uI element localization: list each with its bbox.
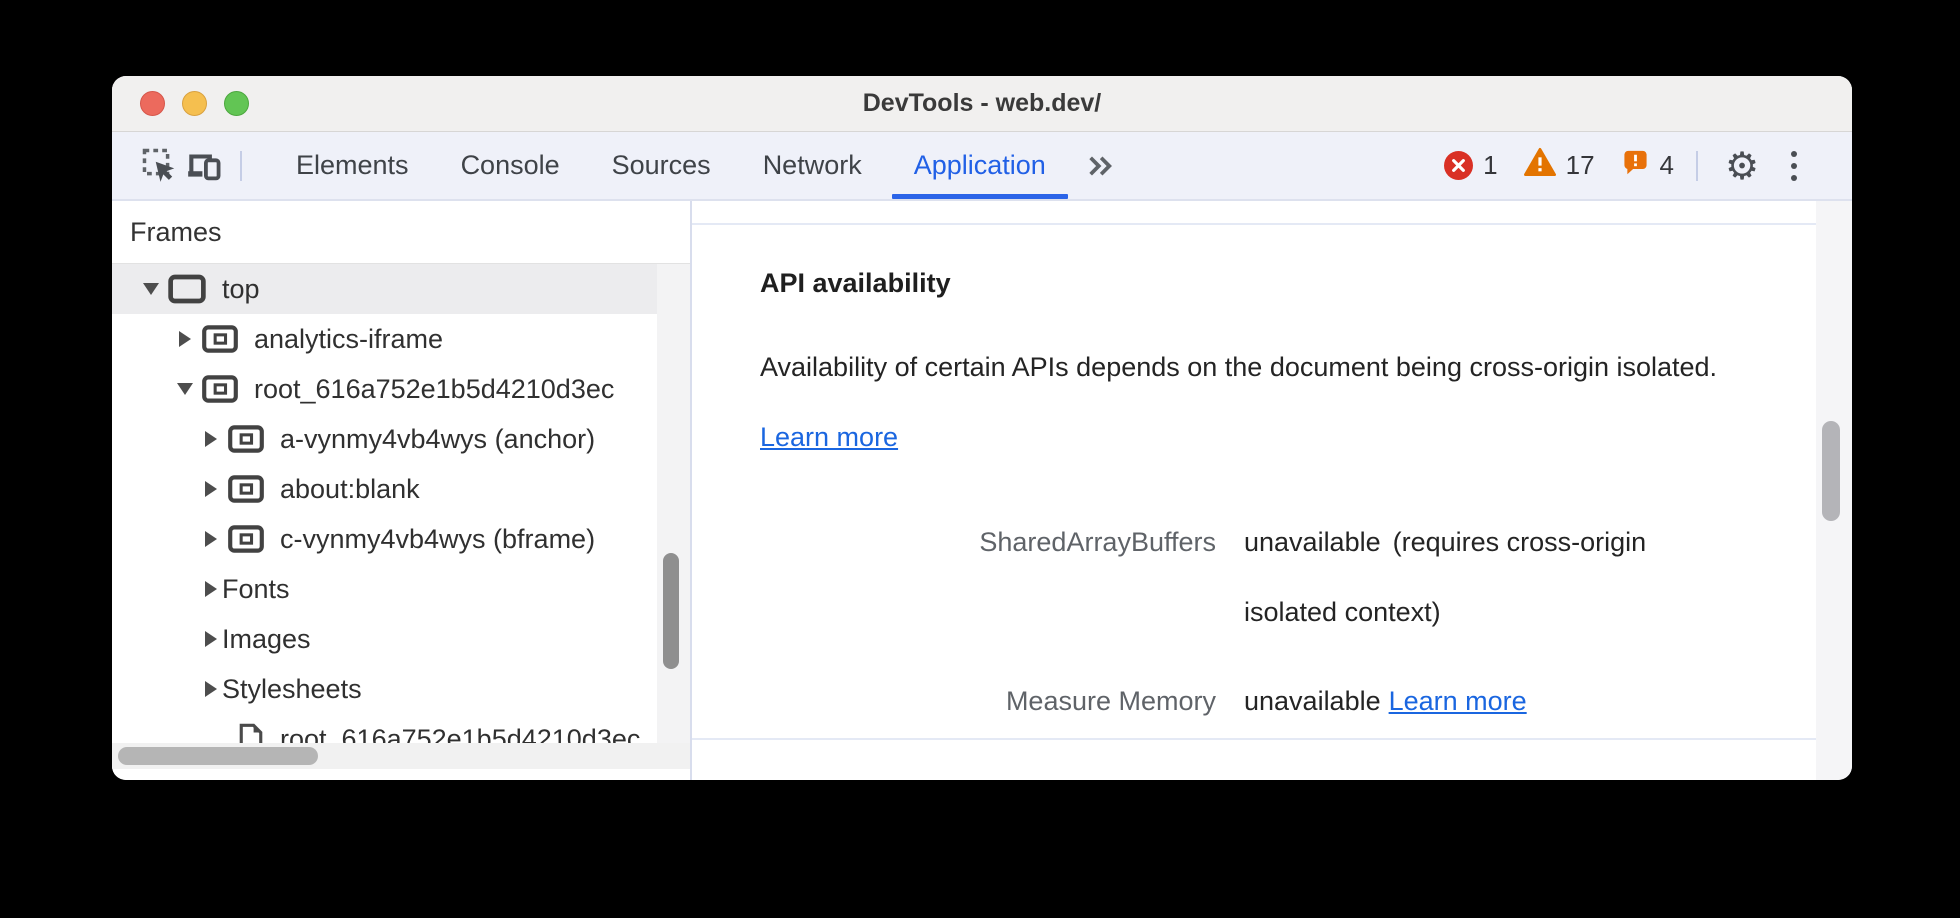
tab-network[interactable]: Network xyxy=(762,150,862,180)
devtools-toolbar: Elements Console Sources Network Applica… xyxy=(112,132,1852,201)
api-availability-section: API availability Availability of certain… xyxy=(692,265,1816,736)
tab-application[interactable]: Application xyxy=(888,132,1072,199)
warning-icon xyxy=(1523,147,1556,184)
caret-right-icon[interactable] xyxy=(176,331,194,347)
customize-devtools-button[interactable] xyxy=(1772,144,1816,188)
api-name: SharedArrayBuffers xyxy=(979,527,1216,557)
tree-item-stylesheets[interactable]: Stylesheets xyxy=(112,664,690,714)
tree-item-root-frame[interactable]: root_616a752e1b5d4210d3ec xyxy=(112,364,690,414)
api-status: unavailable(requires cross-origin isolat… xyxy=(1244,527,1647,627)
caret-right-icon[interactable] xyxy=(202,481,220,497)
frames-section-header[interactable]: Frames xyxy=(112,201,690,264)
window-titlebar[interactable]: DevTools - web.dev/ xyxy=(112,76,1852,132)
table-row-sharedarraybuffers: SharedArrayBuffers unavailable(requires … xyxy=(760,507,1816,647)
issues-count: 4 xyxy=(1659,150,1674,180)
toolbar-separator xyxy=(1696,150,1698,181)
zoom-window-button[interactable] xyxy=(224,91,249,116)
warnings-count: 17 xyxy=(1565,150,1595,180)
chevron-double-right-icon xyxy=(1089,156,1112,175)
kebab-menu-icon xyxy=(1791,150,1797,181)
tab-elements[interactable]: Elements xyxy=(296,150,409,180)
inspect-icon xyxy=(142,148,175,182)
tree-item-anchor-frame[interactable]: a-vynmy4vb4wys (anchor) xyxy=(112,414,690,464)
iframe-icon xyxy=(228,475,264,503)
sidebar-horizontal-scrollbar-thumb[interactable] xyxy=(118,747,318,765)
api-status-detail: (requires cross-origin isolated context) xyxy=(1244,527,1647,627)
tree-item-fonts[interactable]: Fonts xyxy=(112,564,690,614)
tree-item-root-document[interactable]: root_616a752e1b5d4210d3ec xyxy=(112,714,690,743)
more-tabs-button[interactable] xyxy=(1078,144,1122,188)
panel-tabs: Elements Console Sources Network Applica… xyxy=(270,132,1072,199)
section-heading: API availability xyxy=(760,268,951,298)
report-top-strip xyxy=(692,201,1816,225)
inspect-element-button[interactable] xyxy=(138,144,182,188)
sidebar-main-divider[interactable] xyxy=(690,201,692,780)
caret-right-icon[interactable] xyxy=(202,431,220,447)
frame-icon xyxy=(168,274,206,304)
api-availability-table: SharedArrayBuffers unavailable(requires … xyxy=(760,507,1816,736)
frame-details-panel: API availability Availability of certain… xyxy=(692,201,1816,780)
document-icon xyxy=(238,723,264,743)
tree-item-analytics-iframe[interactable]: analytics-iframe xyxy=(112,314,690,364)
gear-icon: ⚙ xyxy=(1724,143,1760,188)
caret-right-icon[interactable] xyxy=(202,681,220,697)
learn-more-link[interactable]: Learn more xyxy=(760,422,899,452)
toggle-device-toolbar-button[interactable] xyxy=(182,144,226,188)
iframe-icon xyxy=(228,425,264,453)
window-title: DevTools - web.dev/ xyxy=(862,89,1102,117)
tab-console[interactable]: Console xyxy=(460,150,560,180)
api-name: Measure Memory xyxy=(1005,686,1216,716)
application-sidebar: Frames top analytics-iframe xyxy=(112,201,690,780)
caret-down-icon[interactable] xyxy=(176,383,194,395)
issues-icon xyxy=(1621,148,1650,183)
devtools-body: Frames top analytics-iframe xyxy=(112,201,1852,780)
tab-sources[interactable]: Sources xyxy=(611,150,711,180)
tree-item-about-blank[interactable]: about:blank xyxy=(112,464,690,514)
frames-tree: top analytics-iframe root_616a752e1b5d42… xyxy=(112,264,690,743)
learn-more-link[interactable]: Learn more xyxy=(1388,686,1527,716)
iframe-icon xyxy=(202,375,238,403)
tree-item-top[interactable]: top xyxy=(112,264,690,314)
sidebar-horizontal-scrollbar[interactable] xyxy=(112,743,690,769)
sidebar-vertical-scrollbar-thumb[interactable] xyxy=(663,553,679,669)
tree-item-images[interactable]: Images xyxy=(112,614,690,664)
sidebar-scrollbar-track[interactable] xyxy=(657,264,690,743)
errors-badge[interactable]: 1 xyxy=(1444,150,1498,181)
close-window-button[interactable] xyxy=(140,91,165,116)
settings-button[interactable]: ⚙ xyxy=(1720,144,1764,188)
devtools-window: DevTools - web.dev/ Elements Console Sou… xyxy=(112,76,1852,780)
iframe-icon xyxy=(228,525,264,553)
active-tab-underline xyxy=(891,194,1068,199)
issues-badge[interactable]: 4 xyxy=(1621,148,1674,183)
errors-count: 1 xyxy=(1483,150,1498,180)
caret-down-icon[interactable] xyxy=(142,283,160,295)
warnings-badge[interactable]: 17 xyxy=(1523,147,1595,184)
main-scrollbar-track[interactable] xyxy=(1816,201,1852,780)
caret-right-icon[interactable] xyxy=(202,581,220,597)
section-description: Availability of certain APIs depends on … xyxy=(760,352,1718,452)
caret-right-icon[interactable] xyxy=(202,631,220,647)
main-vertical-scrollbar-thumb[interactable] xyxy=(1822,421,1840,521)
error-icon xyxy=(1444,151,1474,180)
caret-right-icon[interactable] xyxy=(202,531,220,547)
traffic-lights xyxy=(140,76,249,131)
iframe-icon xyxy=(202,325,238,353)
tree-item-bframe[interactable]: c-vynmy4vb4wys (bframe) xyxy=(112,514,690,564)
minimize-window-button[interactable] xyxy=(182,91,207,116)
section-divider xyxy=(692,738,1816,740)
status-badges: 1 17 xyxy=(1444,147,1674,184)
device-toolbar-icon xyxy=(188,153,221,180)
toolbar-separator xyxy=(240,150,242,181)
